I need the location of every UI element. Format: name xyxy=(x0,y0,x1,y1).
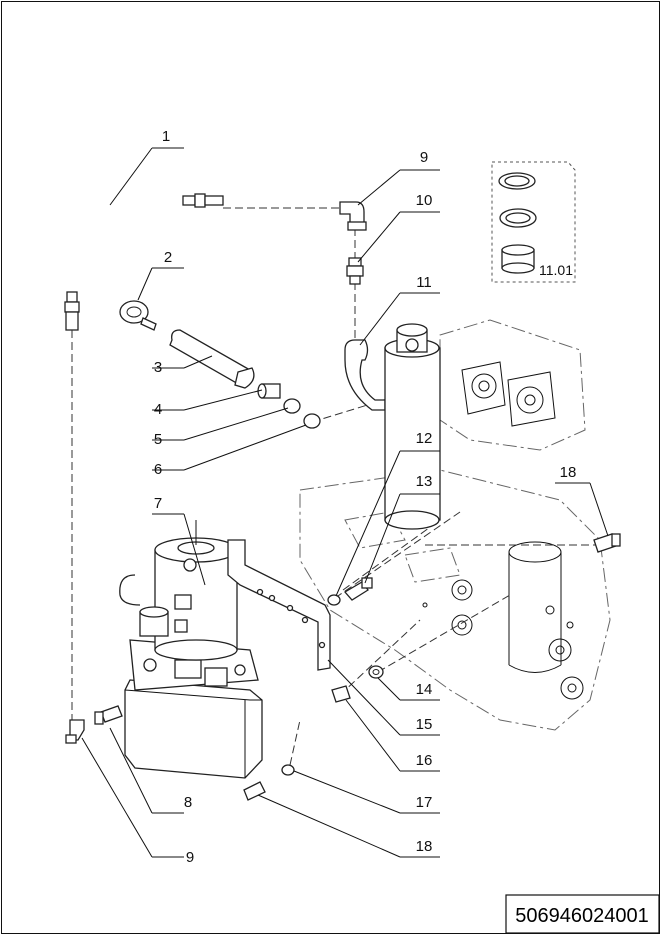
callout-15: 15 xyxy=(416,716,433,733)
callout-18-right: 18 xyxy=(560,464,577,481)
seal-kit-label: 11.01 xyxy=(539,262,573,278)
callout-12: 12 xyxy=(416,430,433,447)
pivot-pin xyxy=(169,329,255,389)
callout-10: 10 xyxy=(416,192,433,209)
hydraulic-cylinder xyxy=(344,323,441,530)
callout-1: 1 xyxy=(162,128,170,145)
adapter-fitting xyxy=(346,257,364,285)
callout-2: 2 xyxy=(164,249,172,266)
bushing-and-rings xyxy=(257,383,321,429)
hydraulic-power-unit xyxy=(119,520,331,779)
callout-7: 7 xyxy=(154,495,162,512)
callout-3: 3 xyxy=(154,359,162,376)
callout-16: 16 xyxy=(416,752,433,769)
callout-8: 8 xyxy=(184,794,192,811)
callout-9-top: 9 xyxy=(420,149,428,166)
lower-fittings xyxy=(65,705,123,744)
callout-17: 17 xyxy=(416,794,433,811)
callout-6: 6 xyxy=(154,461,162,478)
document-number-box: 506946024001 xyxy=(505,894,660,934)
small-hardware xyxy=(243,533,621,801)
document-number: 506946024001 xyxy=(515,905,648,927)
callout-18-bottom: 18 xyxy=(416,838,433,855)
seal-kit-box xyxy=(491,161,576,283)
callout-labels: 1 2 3 4 5 6 7 8 9 9 10 11 12 13 14 15 16… xyxy=(154,128,577,866)
hose-assembly xyxy=(64,193,224,331)
callout-5: 5 xyxy=(154,431,162,448)
eyebolt xyxy=(119,300,157,331)
callout-4: 4 xyxy=(154,401,162,418)
leader-lines xyxy=(81,147,609,858)
callout-13: 13 xyxy=(416,473,433,490)
phantom-frame xyxy=(299,319,611,731)
callout-11: 11 xyxy=(416,274,432,291)
callout-9-bottom: 9 xyxy=(186,849,194,866)
elbow-fitting-top xyxy=(339,201,367,231)
callout-14: 14 xyxy=(416,681,433,698)
